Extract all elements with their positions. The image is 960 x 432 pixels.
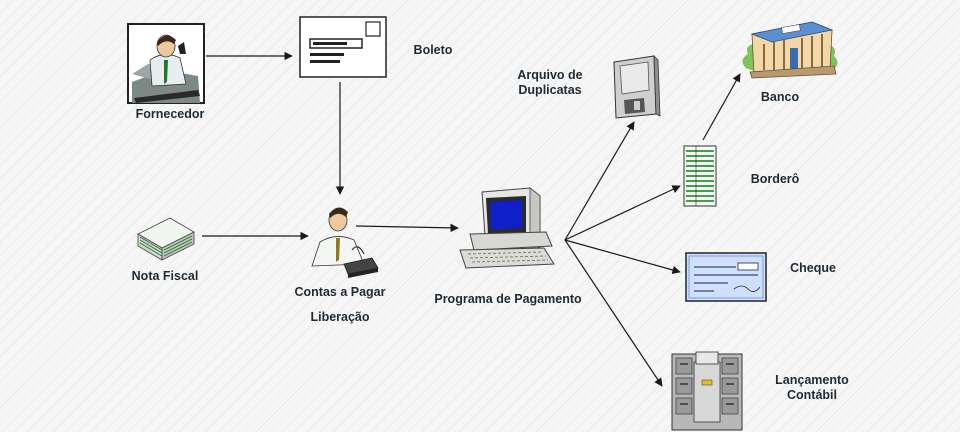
- arrow-programa-to-arquivo: [564, 121, 635, 241]
- invoice-stack-icon: [137, 217, 195, 261]
- supplier-person-icon: [127, 23, 205, 104]
- label-liberacao: Liberação: [310, 310, 370, 324]
- arrow-contas-to-programa: [355, 223, 459, 233]
- label-fornecedor: Fornecedor: [135, 107, 205, 121]
- label-arquivo-de-duplicatas: Arquivo de Duplicatas: [502, 68, 598, 98]
- computer-icon: [459, 187, 555, 269]
- arrow-programa-to-lancamento: [564, 239, 663, 387]
- label-contas-a-pagar: Contas a Pagar: [294, 285, 386, 299]
- arrow-programa-to-bordero: [564, 185, 681, 241]
- label-boleto: Boleto: [413, 43, 453, 57]
- label-cheque: Cheque: [790, 261, 836, 275]
- clerk-person-icon: [311, 207, 379, 278]
- bordero-list-icon: [683, 145, 717, 207]
- label-lancamento-line-2: Contábil: [787, 388, 837, 402]
- label-arquivo-line-1: Arquivo de: [517, 68, 583, 82]
- connectors: [202, 51, 741, 387]
- label-arquivo-line-2: Duplicatas: [518, 83, 582, 97]
- arrow-bordero-to-banco: [702, 73, 741, 141]
- floppy-disk-icon: [613, 54, 661, 119]
- bank-building-icon: [742, 21, 838, 79]
- cheque-icon: [685, 252, 767, 302]
- label-nota-fiscal: Nota Fiscal: [131, 269, 199, 283]
- payment-slip-icon: [299, 16, 387, 78]
- label-lancamento-contabil: Lançamento Contábil: [762, 373, 862, 403]
- label-banco: Banco: [760, 90, 800, 104]
- arrow-programa-to-cheque: [564, 239, 681, 275]
- label-lancamento-line-1: Lançamento: [775, 373, 849, 387]
- label-bordero: Borderô: [750, 172, 800, 186]
- label-programa-de-pagamento: Programa de Pagamento: [434, 292, 582, 306]
- filing-cabinet-icon: [671, 351, 743, 431]
